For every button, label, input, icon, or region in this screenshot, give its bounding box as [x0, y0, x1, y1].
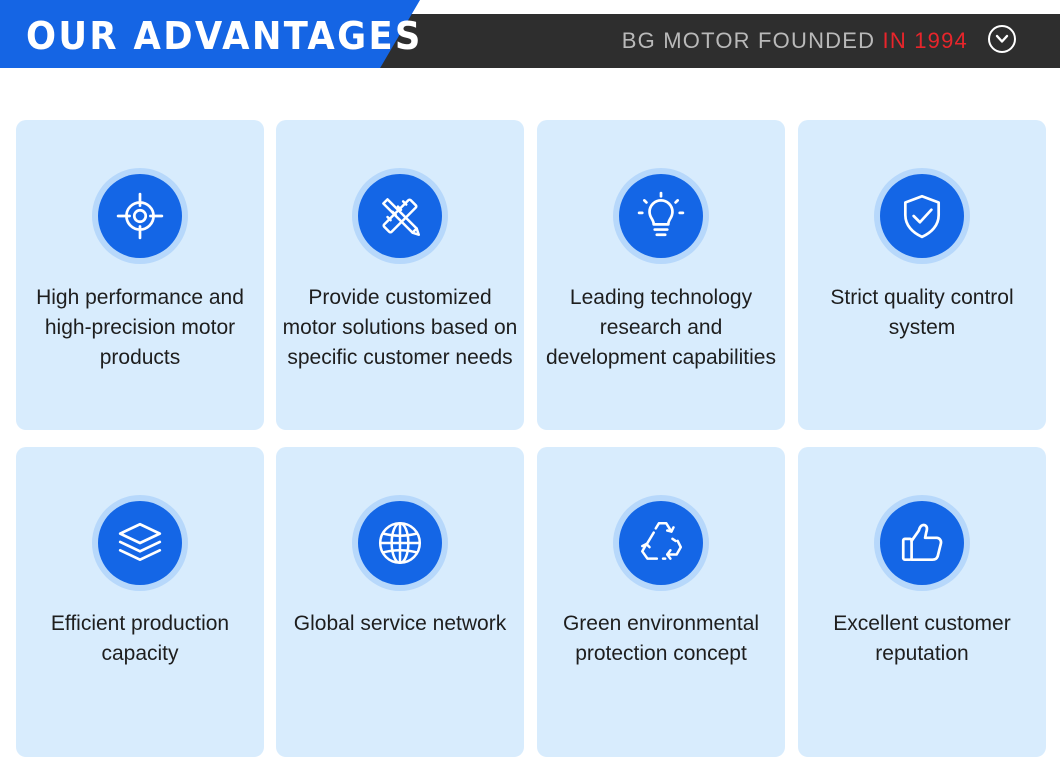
icon-badge [352, 168, 448, 264]
advantage-text: Excellent customer reputation [833, 612, 1011, 665]
advantage-text: Provide customized motor solutions based… [282, 286, 518, 369]
advantage-card: Leading technology research and developm… [537, 120, 785, 430]
icon-badge [613, 168, 709, 264]
advantage-text: Green environmental protection concept [562, 612, 760, 665]
page-title: OUR ADVANTAGES [26, 14, 423, 58]
advantage-card: Efficient production capacity [16, 447, 264, 757]
thumbs-up-icon [901, 523, 943, 562]
tagline-prefix: BG MOTOR FOUNDED [621, 28, 883, 53]
advantage-text: Efficient production capacity [50, 612, 230, 665]
scroll-down-button[interactable] [988, 25, 1016, 53]
advantage-text: Global service network [293, 612, 507, 635]
advantage-text: Leading technology research and developm… [546, 286, 776, 369]
icon-badge [92, 168, 188, 264]
advantage-card: Excellent customer reputation [798, 447, 1046, 757]
advantage-card: Green environmental protection concept [537, 447, 785, 757]
target-icon [116, 192, 164, 240]
globe-icon [378, 521, 422, 565]
pencil-ruler-icon [382, 198, 420, 236]
layers-icon [118, 522, 162, 562]
icon-badge [874, 168, 970, 264]
tagline-highlight: IN 1994 [882, 28, 968, 53]
advantage-card: Provide customized motor solutions based… [276, 120, 524, 430]
chevron-down-icon [995, 34, 1009, 43]
advantage-text: Strict quality control system [830, 286, 1014, 339]
icon-badge [613, 495, 709, 591]
lightbulb-icon [637, 191, 685, 237]
advantage-card: High performance and high-precision moto… [16, 120, 264, 430]
icon-badge [92, 495, 188, 591]
recycle-icon [641, 521, 683, 560]
icon-badge [874, 495, 970, 591]
shield-check-icon [903, 194, 941, 239]
advantage-card: Strict quality control system [798, 120, 1046, 430]
header-tagline: BG MOTOR FOUNDED IN 1994 [622, 26, 968, 56]
advantage-card: Global service network [276, 447, 524, 757]
header-blue-band [0, 0, 420, 68]
advantage-text: High performance and high-precision moto… [36, 286, 244, 369]
icon-badge [352, 495, 448, 591]
header-banner: OUR ADVANTAGES BG MOTOR FOUNDED IN 1994 [0, 0, 1060, 68]
